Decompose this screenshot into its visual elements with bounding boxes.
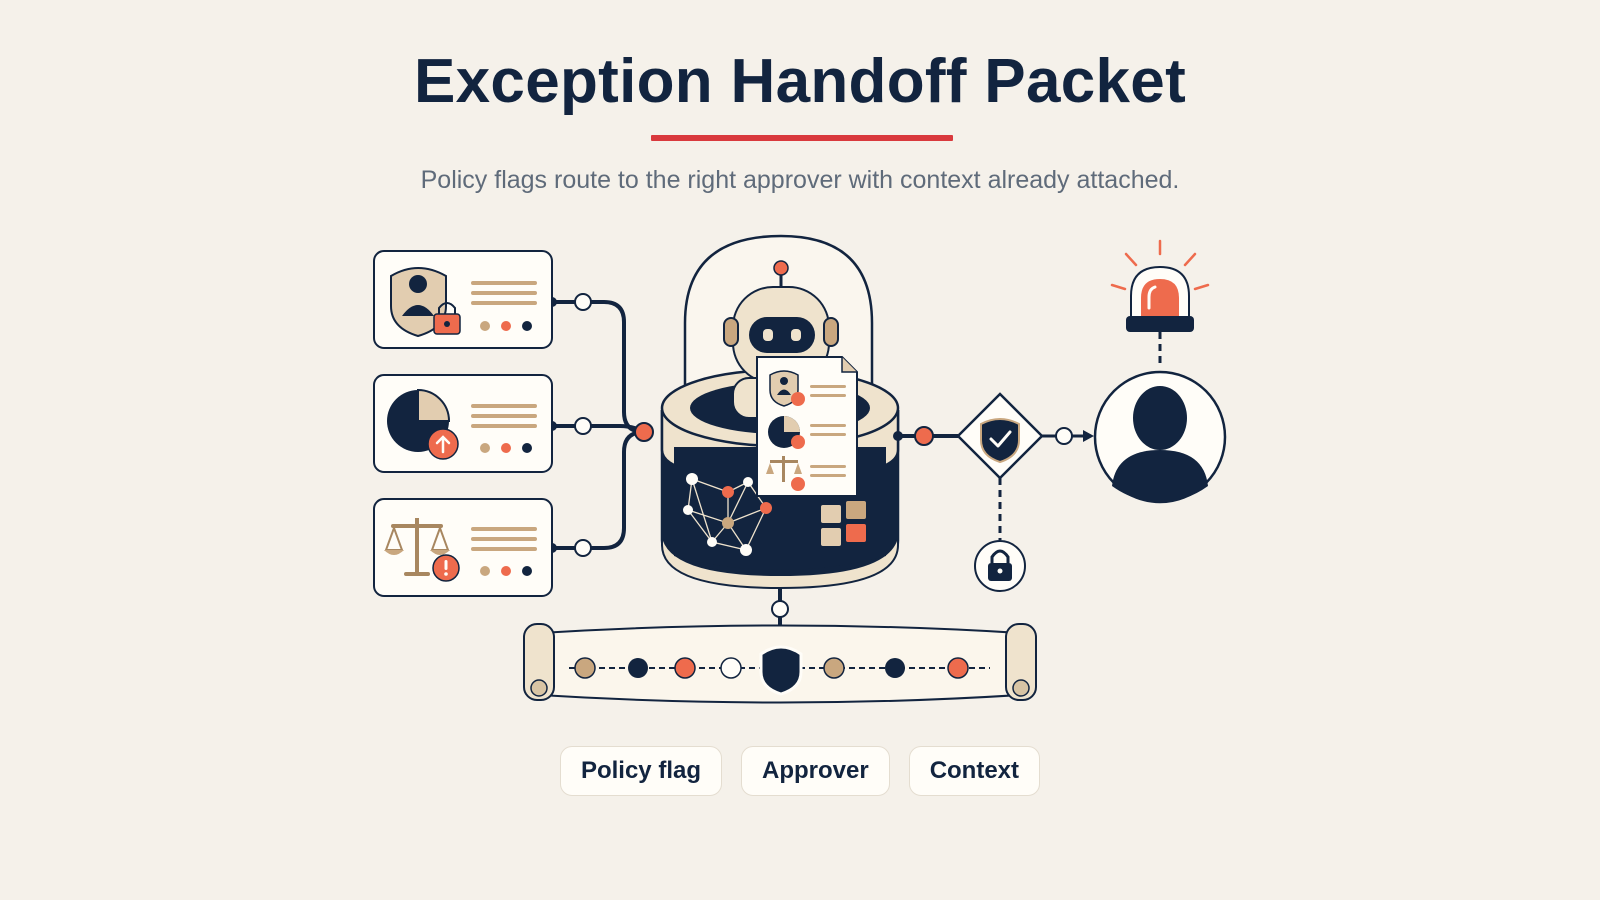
connector-node [574, 293, 592, 311]
review-gate [956, 392, 1044, 480]
title-underline [651, 135, 953, 141]
shield-check-icon [980, 418, 1020, 464]
page-subtitle: Policy flags route to the right approver… [420, 166, 1180, 194]
card-connectors [552, 300, 647, 550]
connector-node [574, 417, 592, 435]
siren-icon [1110, 239, 1210, 332]
merge-node [634, 422, 654, 442]
connector-node [574, 539, 592, 557]
pie-chart-upload-icon [387, 388, 459, 460]
approver-avatar [1093, 370, 1227, 504]
output-connector [893, 426, 1094, 446]
shield-user-lock-icon [390, 267, 461, 338]
legend-chips: Policy flag Approver Context [0, 746, 1600, 796]
trail-link-node [771, 600, 789, 618]
policy-flag-chip[interactable]: Policy flag [559, 746, 722, 796]
page-title: Exception Handoff Packet [413, 47, 1187, 116]
document-icon [756, 356, 858, 497]
approver-chip[interactable]: Approver [741, 746, 890, 796]
user-icon [1112, 386, 1208, 502]
chip-label: Context [929, 757, 1020, 784]
flag-card-legal [373, 498, 553, 597]
scroll-timeline-icon [523, 623, 1037, 704]
scales-alert-icon [384, 518, 460, 582]
flag-card-identity [373, 250, 553, 349]
chip-label: Approver [762, 757, 869, 784]
flag-card-financial [373, 374, 553, 473]
central-engine [660, 234, 900, 590]
context-chip[interactable]: Context [908, 746, 1041, 796]
lock-icon [974, 540, 1026, 592]
chip-label: Policy flag [580, 757, 701, 784]
